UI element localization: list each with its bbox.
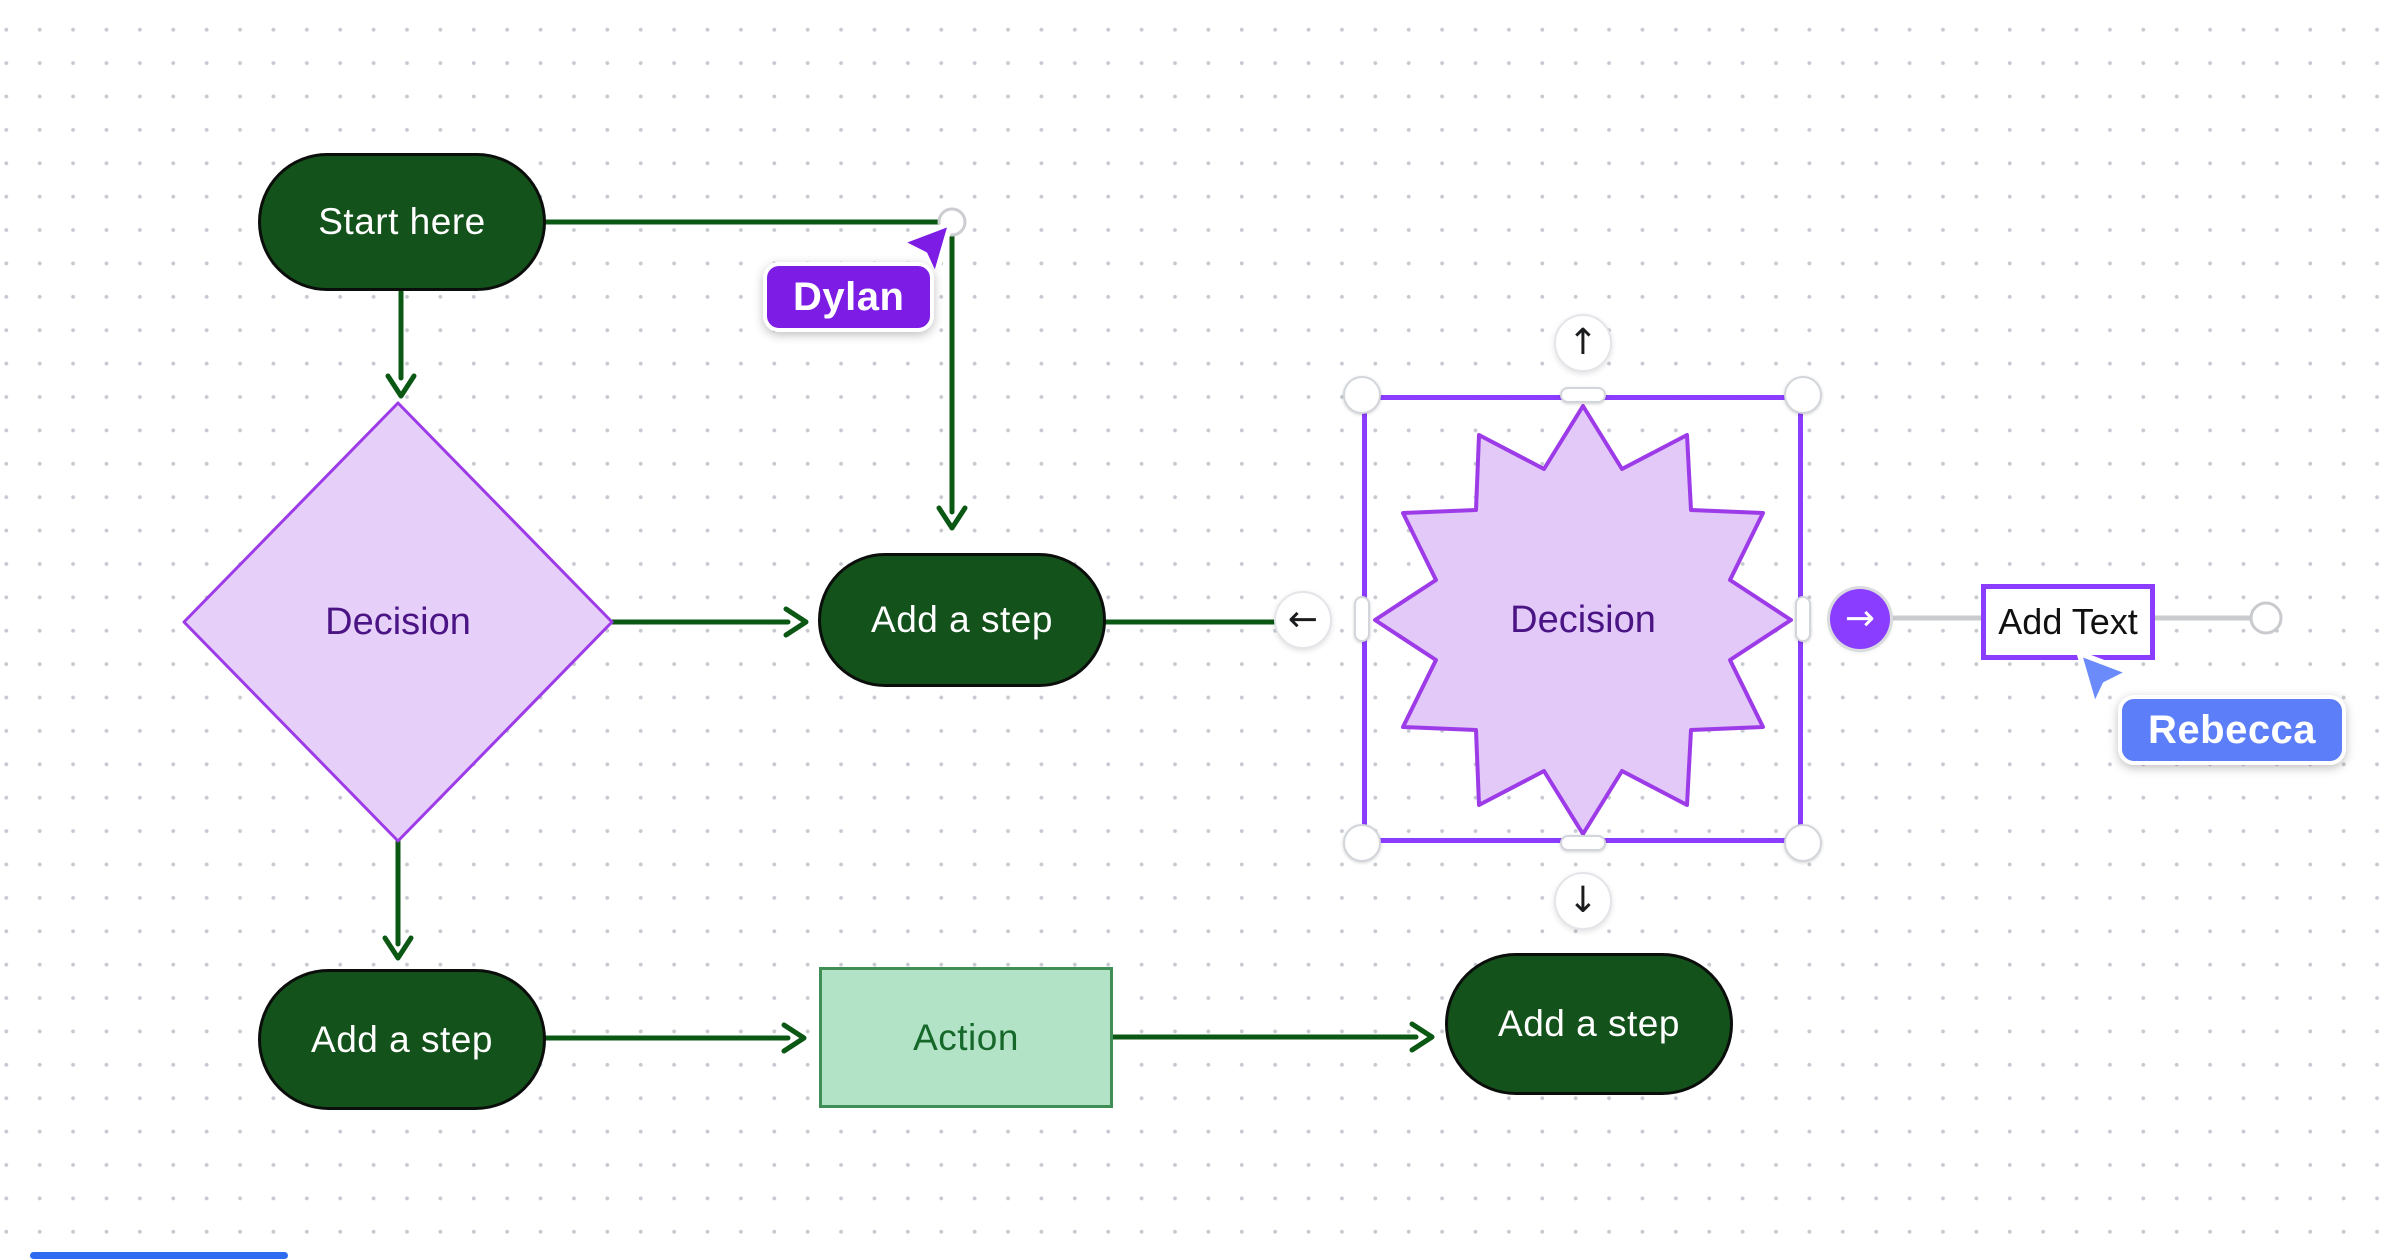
arrowhead-down-bottom-step <box>382 935 414 961</box>
arrow-right-icon: → <box>1844 598 1876 639</box>
bottom-right-step-node[interactable]: Add a step <box>1445 953 1733 1095</box>
arrowhead-down-diamond <box>385 373 417 399</box>
add-text-node[interactable]: Add Text <box>1981 584 2155 660</box>
dylan-cursor-label: Dylan <box>763 262 935 332</box>
selection-handle-right[interactable] <box>1795 596 1811 642</box>
selection-handle-bottom[interactable] <box>1560 835 1606 851</box>
selection-handle-top[interactable] <box>1560 387 1606 403</box>
start-node-label: Start here <box>318 201 486 242</box>
diamond-decision-shape[interactable]: Decision <box>182 401 614 843</box>
selection-box[interactable] <box>1362 395 1803 843</box>
add-shape-left-button[interactable]: ← <box>1274 591 1332 649</box>
diamond-decision-label: Decision <box>325 601 471 643</box>
add-shape-up-button[interactable]: ↑ <box>1554 314 1612 372</box>
arrowhead-right-bottom-right-step <box>1409 1021 1435 1053</box>
rebecca-cursor-label: Rebecca <box>2118 695 2347 765</box>
add-shape-right-button[interactable]: → <box>1830 589 1890 649</box>
horizontal-scrollbar[interactable] <box>30 1252 288 1259</box>
arrow-up-icon: ↑ <box>1567 322 1599 363</box>
dylan-name: Dylan <box>793 274 905 319</box>
selection-handle-bottom-right[interactable] <box>1784 824 1822 862</box>
bottom-left-step-node[interactable]: Add a step <box>258 969 546 1110</box>
selection-handle-bottom-left[interactable] <box>1343 824 1381 862</box>
star-decision-shape[interactable]: Decision <box>1373 404 1793 836</box>
selection-handle-top-right[interactable] <box>1784 376 1822 414</box>
add-text-node-label: Add Text <box>1998 601 2138 642</box>
star-decision-label: Decision <box>1510 599 1656 641</box>
mid-step-node[interactable]: Add a step <box>818 553 1106 687</box>
mid-step-node-label: Add a step <box>871 599 1053 640</box>
bottom-left-step-node-label: Add a step <box>311 1018 493 1060</box>
bottom-right-step-node-label: Add a step <box>1498 1003 1680 1044</box>
add-shape-down-button[interactable]: ↓ <box>1554 872 1612 930</box>
arrowhead-right-mid-step <box>783 606 809 638</box>
rebecca-cursor-icon <box>2076 650 2132 710</box>
selection-handle-left[interactable] <box>1354 596 1370 642</box>
action-node[interactable]: Action <box>819 967 1113 1108</box>
action-node-label: Action <box>913 1016 1019 1058</box>
rebecca-name: Rebecca <box>2148 707 2317 752</box>
selection-handle-top-left[interactable] <box>1343 376 1381 414</box>
start-node[interactable]: Start here <box>258 153 546 291</box>
arrowhead-right-action <box>781 1022 807 1054</box>
dylan-cursor-icon <box>898 220 954 280</box>
connector-endpoint-handle[interactable] <box>2249 601 2283 635</box>
arrowhead-down-mid-step <box>936 505 968 531</box>
arrow-down-icon: ↓ <box>1567 880 1599 921</box>
arrow-left-icon: ← <box>1287 599 1319 640</box>
